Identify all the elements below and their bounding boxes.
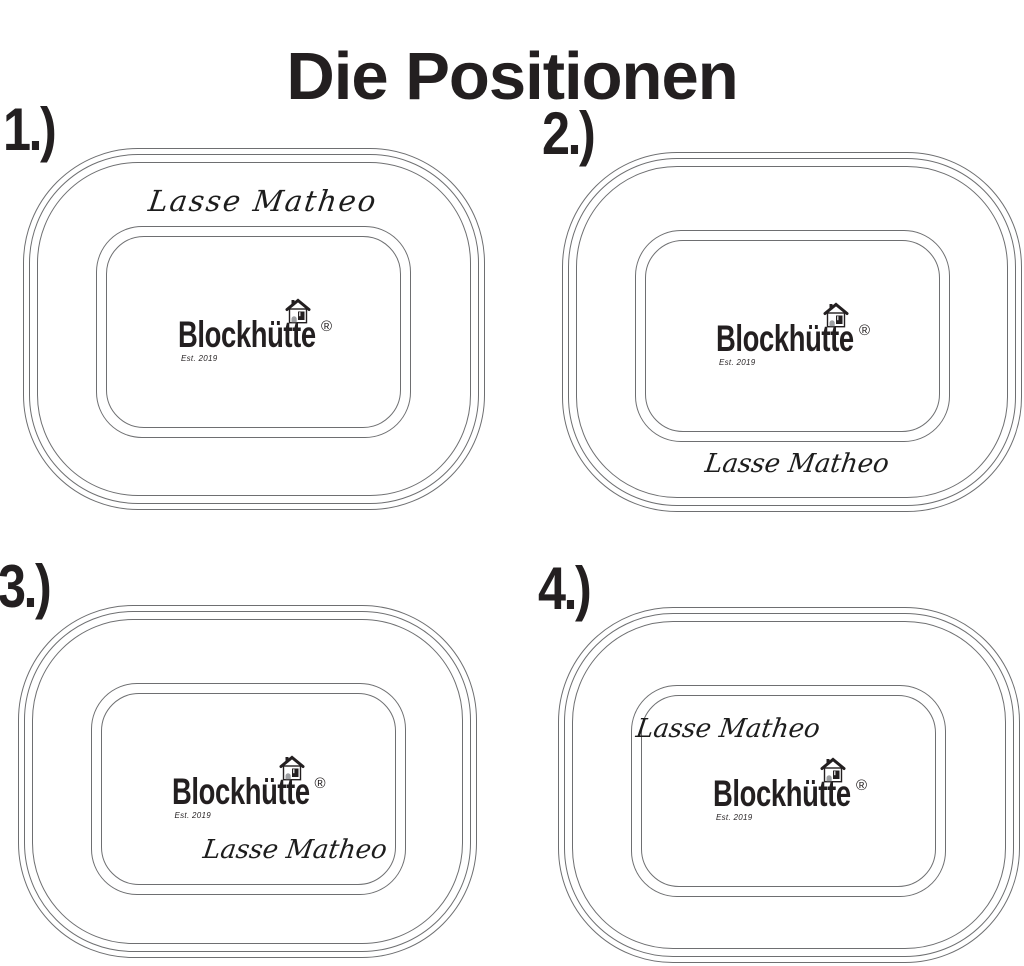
blockhuette-logo: Blockhütte ® Est. 2019 bbox=[716, 302, 870, 370]
lid-rim-line bbox=[29, 154, 479, 504]
panel-number-label-1: 1.) bbox=[3, 96, 57, 163]
engraved-name: Lasse Matheo bbox=[201, 835, 389, 865]
position-option-1: 1.) Lasse Matheo Blockhütte® Est. 2019 bbox=[3, 100, 485, 510]
lid-center-panel bbox=[635, 230, 950, 442]
lid-center-panel bbox=[96, 226, 411, 438]
lid-center-panel-inner-line bbox=[106, 236, 401, 428]
lid-center-panel bbox=[631, 685, 946, 897]
registered-trademark-icon: ® bbox=[314, 775, 326, 792]
lid-outer-edge bbox=[558, 607, 1020, 963]
lid-center-panel-inner-line bbox=[645, 240, 940, 432]
lid-rim-line bbox=[24, 611, 471, 952]
lid-center-panel-inner-line bbox=[641, 695, 936, 887]
lid-inner-rim-line bbox=[37, 162, 471, 496]
lid-outer-edge bbox=[18, 605, 477, 958]
brand-wordmark: Blockhütte ® bbox=[716, 320, 870, 366]
registered-trademark-icon: ® bbox=[321, 318, 333, 335]
lid-inner-rim-line bbox=[572, 621, 1006, 949]
lid-inner-rim-line bbox=[576, 166, 1008, 498]
brand-wordmark: Blockhütte ® bbox=[713, 775, 867, 821]
blockhuette-logo: Blockhütte ® Est. 2019 bbox=[178, 298, 332, 366]
panel-number-label-3: 3.) bbox=[0, 553, 52, 620]
lid-rim-line bbox=[568, 158, 1016, 506]
lid-rim-line bbox=[564, 613, 1014, 957]
brand-name: Blockhütte bbox=[716, 318, 854, 359]
lid-outer-edge bbox=[23, 148, 485, 510]
brand-name: Blockhütte bbox=[171, 771, 310, 812]
house-icon bbox=[823, 302, 849, 328]
established-text: Est. 2019 bbox=[181, 354, 218, 363]
house-icon bbox=[279, 755, 304, 781]
brand-name: Blockhütte bbox=[178, 314, 316, 355]
position-option-3: 3.) Lasse Matheo Blockhütte® Est. 2019 bbox=[0, 557, 477, 958]
brand-name: Blockhütte bbox=[713, 773, 851, 814]
established-text: Est. 2019 bbox=[174, 811, 212, 820]
lid-inner-rim-line bbox=[32, 619, 463, 944]
brand-wordmark: Blockhütte ® bbox=[178, 316, 332, 362]
registered-trademark-icon: ® bbox=[856, 777, 868, 794]
registered-trademark-icon: ® bbox=[859, 322, 871, 339]
engraved-name: Lasse Matheo bbox=[702, 449, 891, 479]
lid-outer-edge bbox=[562, 152, 1022, 512]
position-option-2: 2.) Lasse Matheo Blockhütte® Est. 2019 bbox=[542, 104, 1022, 512]
established-text: Est. 2019 bbox=[719, 358, 756, 367]
panel-number-label-2: 2.) bbox=[542, 100, 596, 167]
blockhuette-logo: Blockhütte® Est. 2019 bbox=[172, 755, 326, 823]
established-text: Est. 2019 bbox=[716, 813, 753, 822]
house-icon bbox=[820, 757, 846, 783]
engraved-name: Lasse Matheo bbox=[146, 184, 381, 218]
engraved-name: Lasse Matheo bbox=[634, 714, 822, 744]
blockhuette-logo: Blockhütte ® Est. 2019 bbox=[713, 757, 867, 825]
panel-number-label-4: 4.) bbox=[538, 555, 592, 622]
house-icon bbox=[285, 298, 311, 324]
lid-center-panel-inner-line bbox=[101, 693, 396, 885]
page-title: Die Positionen bbox=[286, 38, 738, 114]
position-option-4: 4.) Lasse Matheo Blockhütte® Est. 2019 bbox=[538, 559, 1020, 963]
lid-center-panel bbox=[91, 683, 406, 895]
brand-wordmark: Blockhütte® bbox=[172, 773, 326, 819]
